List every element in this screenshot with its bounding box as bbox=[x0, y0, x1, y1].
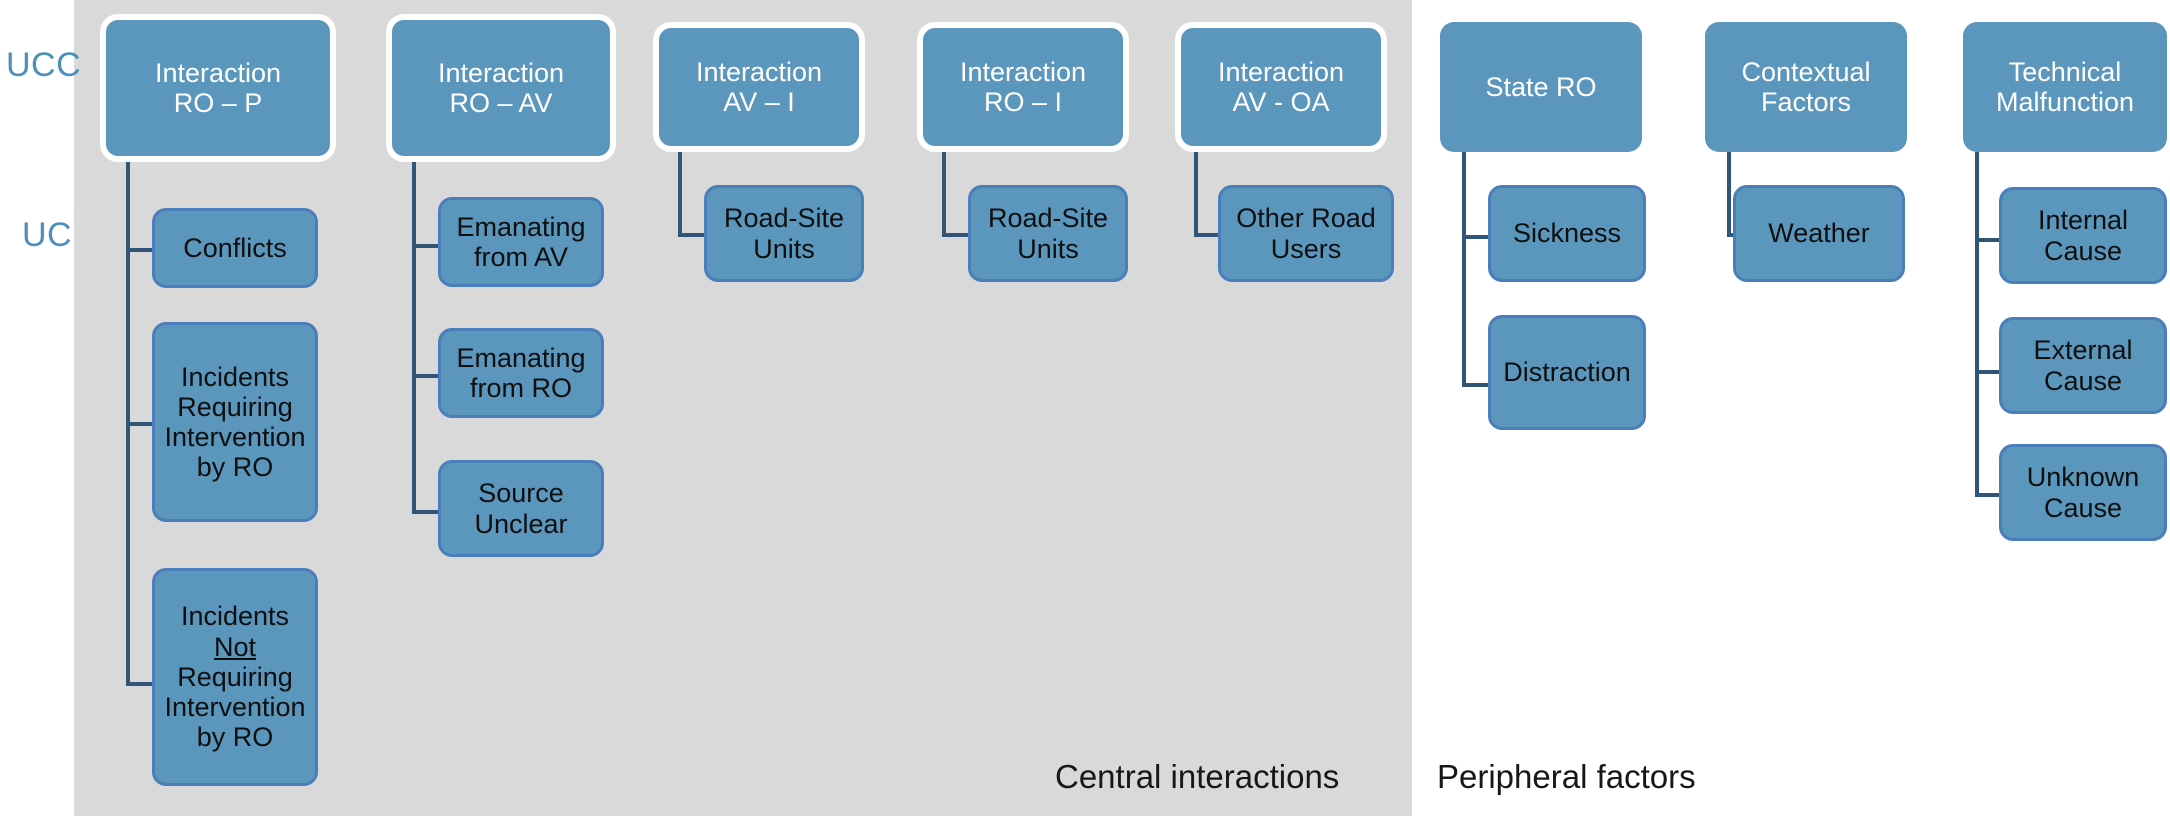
node-distraction-label: Distraction bbox=[1503, 357, 1631, 388]
level-label-uc: UC bbox=[22, 216, 73, 254]
connector-trunk-av-oa bbox=[1194, 152, 1198, 237]
connector-branch-internal-cause bbox=[1975, 238, 2003, 242]
node-distraction[interactable]: Distraction bbox=[1488, 315, 1646, 430]
connector-trunk-ro-i bbox=[942, 152, 946, 237]
level-label-ucc: UCC bbox=[6, 46, 82, 84]
caption-peripheral-factors: Peripheral factors bbox=[1437, 758, 1696, 795]
connector-branch-other-road-users bbox=[1194, 233, 1222, 237]
connector-trunk-state-ro bbox=[1462, 152, 1466, 387]
connector-branch-rsu-ro-i bbox=[942, 233, 970, 237]
connector-branch-rsu-av-i bbox=[678, 233, 706, 237]
connector-branch-conflicts bbox=[126, 248, 154, 252]
connector-branch-emanating-av bbox=[412, 244, 440, 248]
connector-trunk-contextual-factors bbox=[1727, 152, 1731, 237]
connector-branch-unknown-cause bbox=[1975, 493, 2003, 497]
connector-branch-sickness bbox=[1462, 235, 1490, 239]
connector-branch-source-unclear bbox=[412, 510, 440, 514]
connector-branch-distraction bbox=[1462, 383, 1490, 387]
connector-branch-incidents-req bbox=[126, 422, 154, 426]
connector-trunk-ro-av bbox=[412, 162, 416, 514]
connector-branch-external-cause bbox=[1975, 370, 2003, 374]
node-weather[interactable]: Weather bbox=[1733, 185, 1905, 282]
caption-central-interactions: Central interactions bbox=[1055, 758, 1340, 795]
connector-branch-incidents-not bbox=[126, 682, 154, 686]
connector-trunk-av-i bbox=[678, 152, 682, 237]
connector-trunk-technical-malfunction bbox=[1975, 152, 1979, 497]
connector-branch-emanating-ro bbox=[412, 374, 440, 378]
node-state-ro-label: State RO bbox=[1485, 71, 1597, 102]
node-conflicts-label: Conflicts bbox=[183, 232, 287, 263]
node-state-ro[interactable]: State RO bbox=[1440, 22, 1642, 152]
node-sickness-label: Sickness bbox=[1512, 218, 1622, 249]
node-weather-label: Weather bbox=[1768, 218, 1870, 249]
node-sickness[interactable]: Sickness bbox=[1488, 185, 1646, 282]
node-conflicts[interactable]: Conflicts bbox=[152, 208, 318, 288]
